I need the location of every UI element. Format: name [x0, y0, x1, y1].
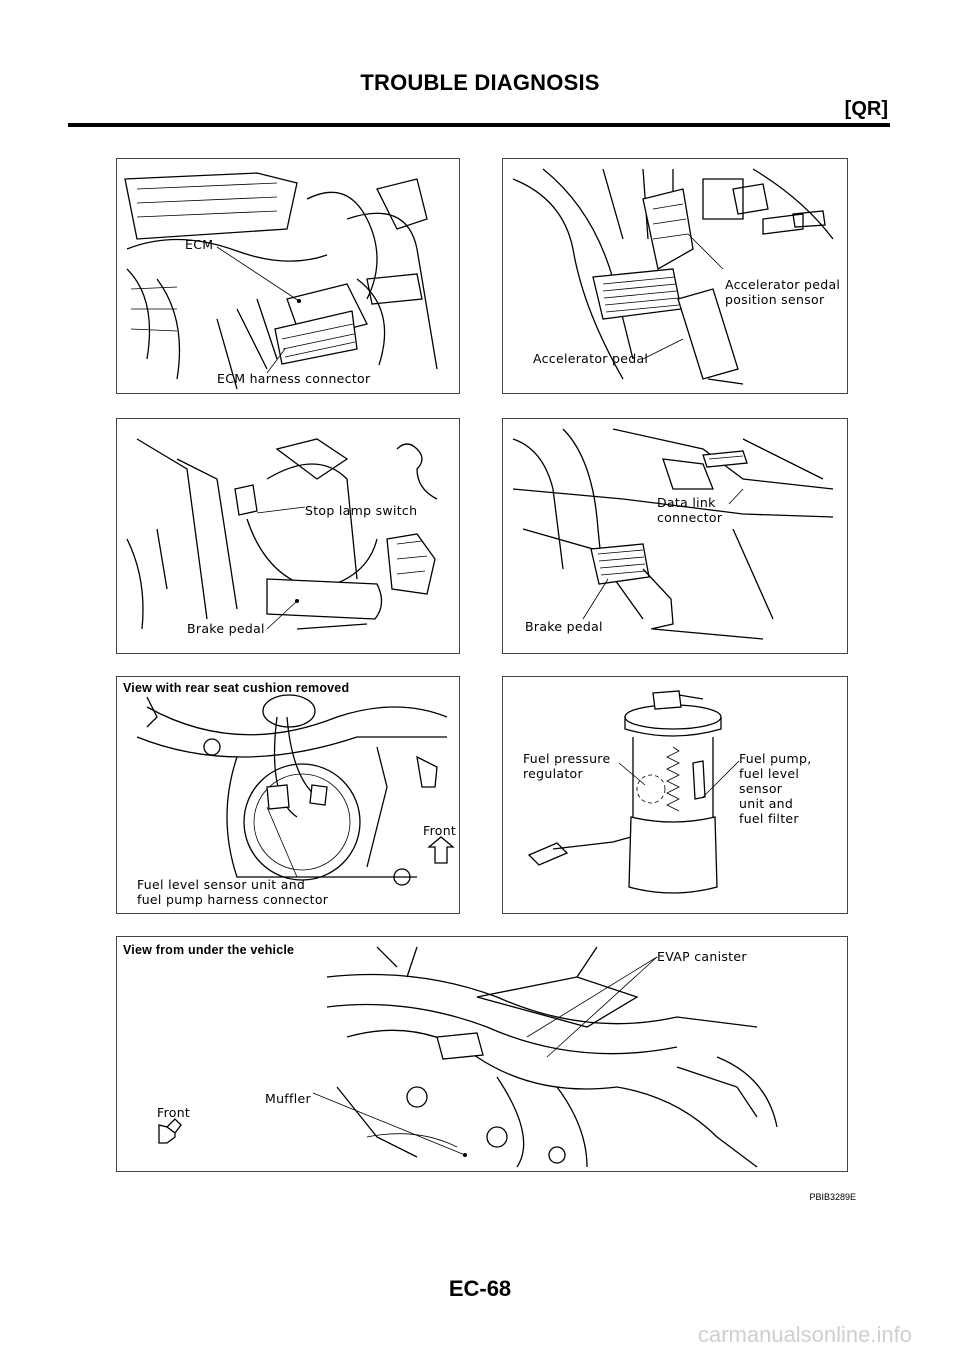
panel-fuel-pump: Fuel pressure regulator Fuel pump, fuel … — [502, 676, 848, 914]
figure-code: PBIB3289E — [809, 1192, 856, 1202]
label-front-rear-seat: Front — [423, 823, 457, 838]
label-data-link-connector: Data link connector — [657, 495, 723, 525]
label-accelerator-pedal: Accelerator pedal — [533, 351, 649, 366]
panel-under-vehicle: View from under the vehicle EVAP caniste… — [116, 936, 848, 1172]
label-front-under-vehicle: Front — [157, 1105, 191, 1120]
label-fuel-pressure-regulator: Fuel pressure regulator — [523, 751, 611, 781]
panel-data-link: Data link connector Brake pedal — [502, 418, 848, 654]
header-rule — [68, 123, 890, 127]
label-fuel-pump-assembly: Fuel pump, fuel level sensor unit and fu… — [739, 751, 812, 826]
panel-rear-seat: View with rear seat cushion removed Fron… — [116, 676, 460, 914]
section-code: [QR] — [844, 98, 888, 120]
label-ecm-harness-connector: ECM harness connector — [217, 371, 371, 386]
fuel-pump-illustration — [527, 690, 740, 894]
under-vehicle-illustration — [158, 946, 778, 1168]
footer-watermark: carmanualsonline.info — [697, 1322, 912, 1347]
data-link-illustration — [512, 428, 834, 640]
rear-seat-illustration — [136, 694, 455, 886]
label-view-rear-seat: View with rear seat cushion removed — [123, 681, 350, 695]
panel-accelerator: Accelerator pedal position sensor Accele… — [502, 158, 848, 394]
label-ecm: ECM — [185, 237, 214, 252]
label-accelerator-pedal-position-sensor: Accelerator pedal position sensor — [725, 277, 841, 307]
page-title: TROUBLE DIAGNOSIS — [360, 70, 600, 95]
label-muffler: Muffler — [265, 1091, 311, 1106]
label-evap-canister: EVAP canister — [657, 949, 747, 964]
panel-stop-lamp: Stop lamp switch Brake pedal — [116, 418, 460, 654]
label-stop-lamp-switch: Stop lamp switch — [305, 503, 418, 518]
label-view-under-vehicle: View from under the vehicle — [123, 943, 295, 957]
page-number: EC-68 — [448, 1276, 512, 1301]
label-brake-pedal-dlc: Brake pedal — [525, 619, 603, 634]
panel-ecm: ECM ECM harness connector — [116, 158, 460, 394]
ecm-illustration — [124, 172, 438, 390]
label-brake-pedal: Brake pedal — [187, 621, 265, 636]
label-fuel-level-sensor-harness: Fuel level sensor unit and fuel pump har… — [137, 877, 329, 907]
accelerator-illustration — [512, 168, 834, 385]
stop-lamp-illustration — [126, 438, 438, 630]
